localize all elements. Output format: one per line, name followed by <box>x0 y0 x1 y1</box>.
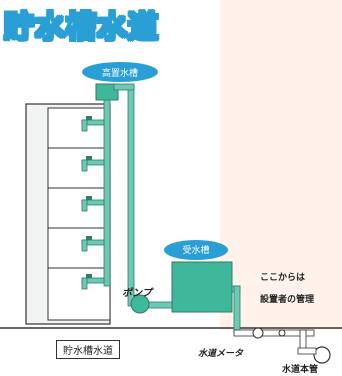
background-tint <box>220 0 342 330</box>
receiving-tank <box>164 240 233 313</box>
faucet <box>81 196 105 212</box>
faucet <box>81 236 105 252</box>
faucet <box>81 156 105 172</box>
water-meter-label: 水道メータ <box>198 349 244 359</box>
building <box>25 103 111 325</box>
caption-box: 貯水槽水道 <box>56 340 120 359</box>
water-main <box>297 346 331 364</box>
pump <box>130 294 175 314</box>
water-main-label: 水道本管 <box>282 365 319 375</box>
faucets <box>81 116 105 290</box>
roof-tank <box>82 62 158 101</box>
service-pipe <box>231 285 315 353</box>
faucet <box>81 274 105 290</box>
supply-pipe <box>103 95 111 287</box>
page-title: 貯水槽水道 <box>3 9 159 46</box>
water-meter <box>252 327 286 339</box>
pump-label: ポンプ <box>122 288 152 299</box>
receiving-tank-label: 受水槽 <box>182 246 210 256</box>
boundary-note-line2: 設置者の管理 <box>260 295 315 305</box>
faucet <box>81 116 105 132</box>
roof-tank-label: 高置水槽 <box>101 69 138 79</box>
boundary-note-line1: ここからは <box>260 273 306 283</box>
